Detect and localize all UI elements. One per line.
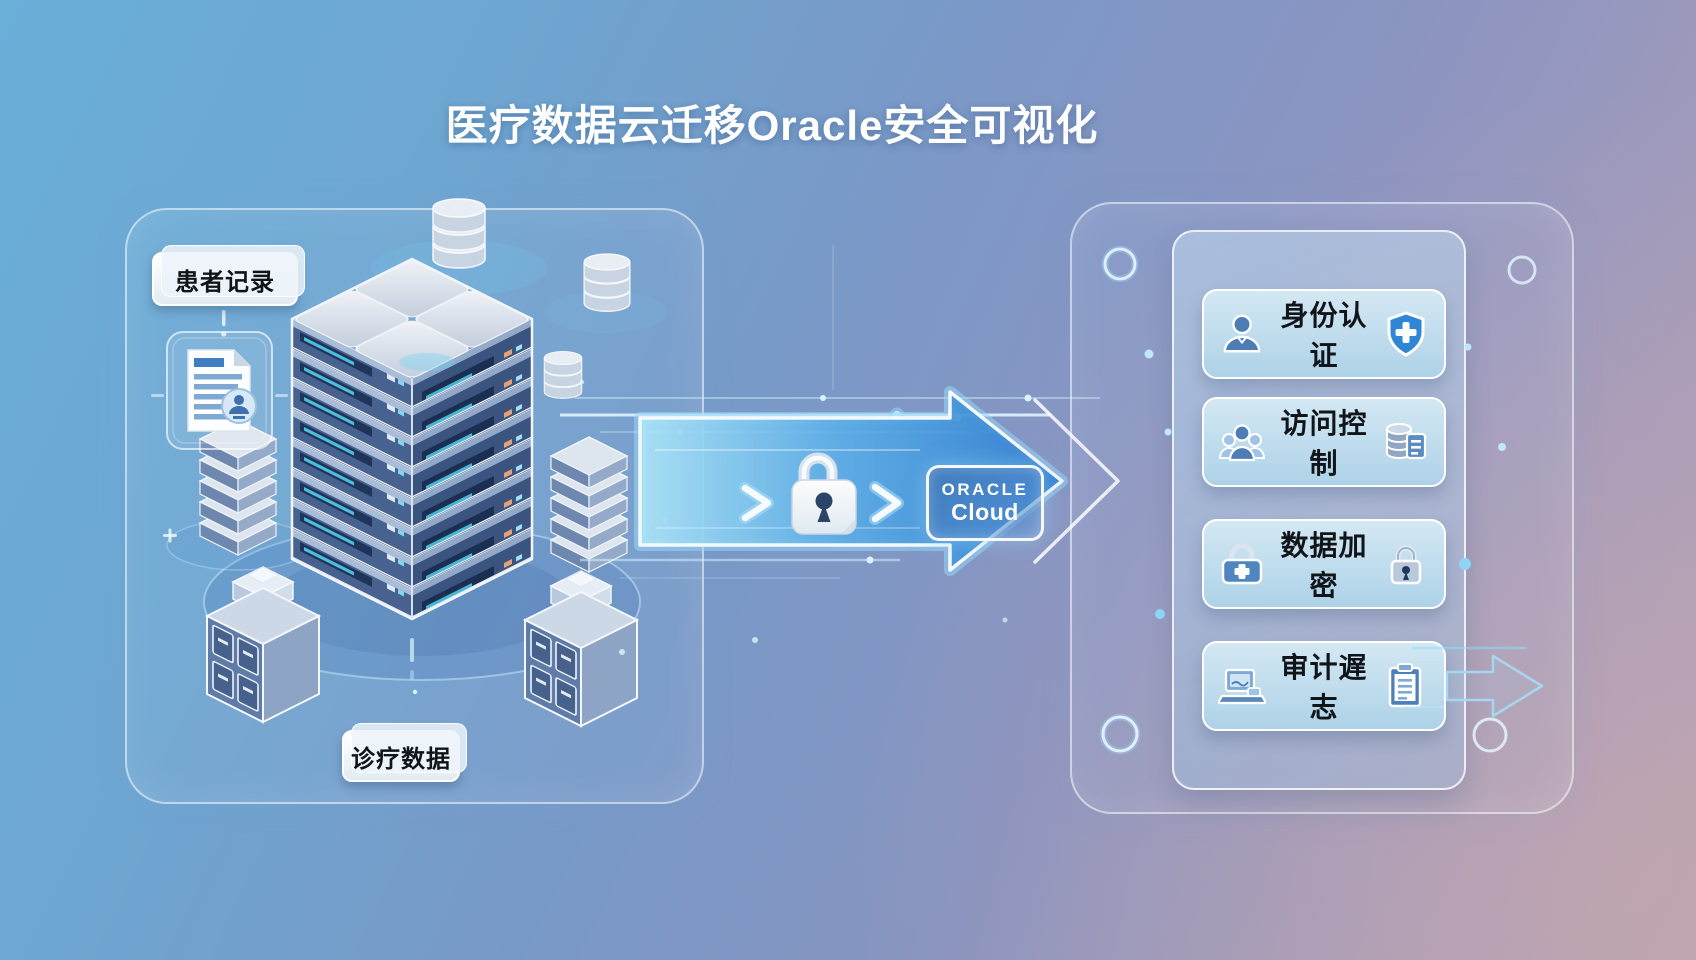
page-title: 医疗数据云迁移Oracle安全可视化 <box>445 102 1099 149</box>
security-card-label: 审计遅志 <box>1280 652 1368 723</box>
patient-records-label: 患者记录 <box>175 268 275 296</box>
security-card-identity-auth: 身份认证 <box>1194 281 1446 379</box>
security-card-label: 身份认证 <box>1280 300 1368 371</box>
padlock-icon <box>791 452 857 535</box>
medical-case-lock-icon <box>1221 543 1263 585</box>
padlock-icon <box>1390 545 1422 585</box>
right-panel-security: 身份认证 <box>1070 202 1574 814</box>
database-shield-icon <box>1386 423 1427 460</box>
shield-plus-icon <box>1387 311 1425 357</box>
security-card-label: 访问控制 <box>1280 408 1368 479</box>
patient-records-badge: 患者记录 <box>152 245 305 306</box>
chevron-right-icon-2 <box>869 481 904 525</box>
server-tower <box>290 257 534 621</box>
oracle-cloud-badge: ORACLE Cloud <box>926 465 1044 541</box>
chevron-right-icon <box>739 482 774 524</box>
user-icon <box>1223 314 1261 353</box>
connector-dashes <box>151 310 414 680</box>
left-panel-on-prem: 患者记录 诊疗数据 <box>125 198 704 804</box>
clinical-data-label: 诊疗数据 <box>351 745 451 773</box>
clinical-data-badge: 诊疗数据 <box>342 723 467 782</box>
security-card-data-encryption: 数据加密 <box>1194 511 1446 609</box>
security-cards-container: 身份认证 <box>1162 220 1466 790</box>
migration-arrow <box>634 386 1120 576</box>
on-prem-illustration <box>151 198 668 727</box>
laptop-icon <box>1218 668 1266 705</box>
database-cylinder-top <box>432 198 486 269</box>
clipboard-icon <box>1388 663 1422 708</box>
sparkle-dots <box>163 379 668 695</box>
cloud-label: Cloud <box>951 498 1019 525</box>
patient-record-document <box>166 331 273 450</box>
user-group-icon <box>1218 424 1266 462</box>
oracle-label: ORACLE <box>941 480 1029 500</box>
database-cylinder-right <box>583 253 631 312</box>
migration-flow-illustration <box>560 245 1120 643</box>
security-card-label: 数据加密 <box>1280 530 1368 601</box>
security-card-access-control: 访问控制 <box>1194 389 1446 487</box>
security-card-audit-log: 审计遅志 <box>1194 633 1446 731</box>
